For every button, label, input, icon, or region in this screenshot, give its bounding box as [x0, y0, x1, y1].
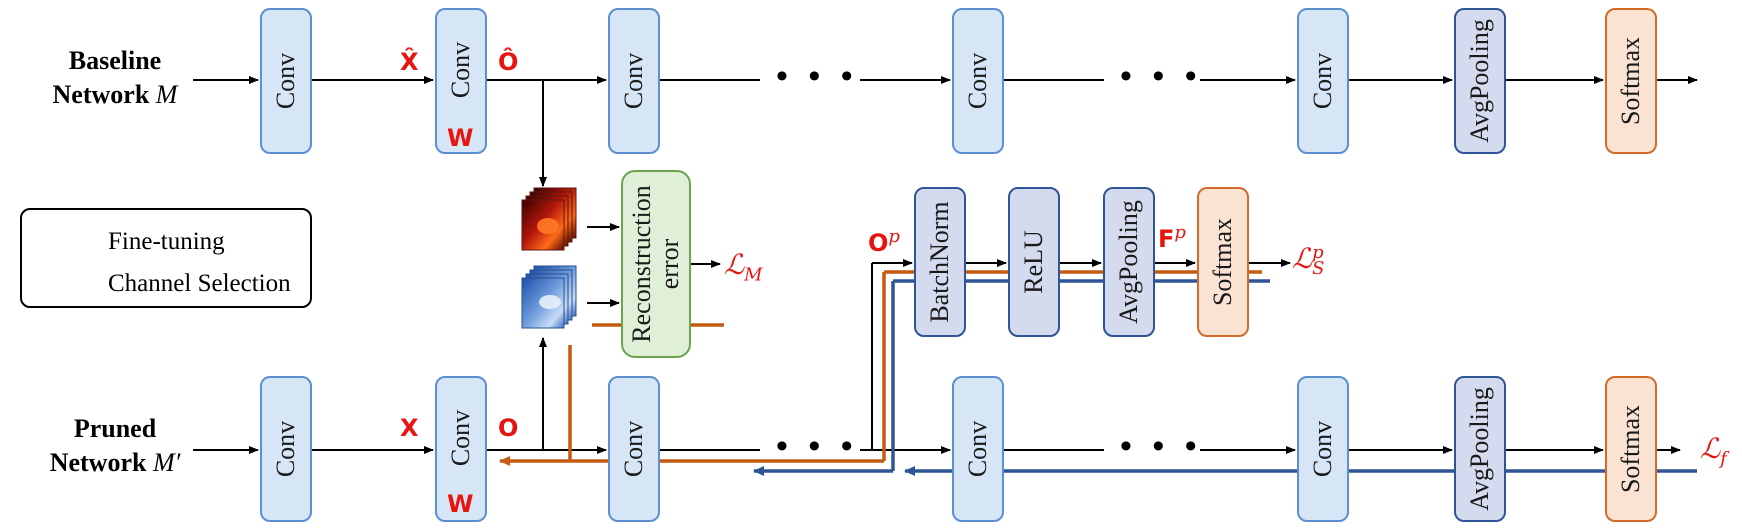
pruned-conv-block-4: Conv: [952, 376, 1004, 522]
loss-m-label: ℒM: [724, 248, 763, 286]
pruned-ellipsis-1: • • •: [776, 428, 859, 465]
pruned-conv-block-5: Conv: [1297, 376, 1349, 522]
side-avgpooling-block: AvgPooling: [1103, 187, 1155, 337]
baseline-conv-block-1: Conv: [260, 8, 312, 154]
baseline-ellipsis-1: • • •: [776, 58, 859, 95]
pruned-w-symbol: W: [447, 490, 474, 518]
op-symbol: Op: [868, 226, 900, 257]
baseline-conv-block-2: Conv: [435, 8, 487, 154]
pruned-flow-arrows: [193, 259, 1681, 454]
pruned-ellipsis-2: • • •: [1120, 428, 1203, 465]
pruned-label-line2: Network M′: [49, 448, 181, 477]
o-symbol: O: [498, 414, 519, 442]
baseline-conv-block-4: Conv: [952, 8, 1004, 154]
x-hat-symbol: X̂: [400, 48, 419, 76]
pruned-conv-block-3: Conv: [608, 376, 660, 522]
baseline-label-line1: Baseline: [68, 46, 162, 75]
baseline-conv-block-5: Conv: [1297, 8, 1349, 154]
baseline-softmax-block: Softmax: [1605, 8, 1657, 154]
legend-channel-selection-label: Channel Selection: [108, 270, 291, 297]
baseline-flow-arrows: [193, 76, 1698, 187]
baseline-network-label: Baseline Network M: [40, 44, 190, 112]
reconstruction-arrows: [587, 223, 721, 307]
side-batchnorm-block: BatchNorm: [914, 187, 966, 337]
x-symbol: X: [400, 414, 419, 442]
side-softmax-block: Softmax: [1197, 187, 1249, 337]
baseline-feature-maps: [521, 187, 577, 251]
pruned-label-line1: Pruned: [73, 414, 157, 443]
pruned-network-label: Pruned Network M′: [40, 412, 190, 480]
pruned-conv-block-2: Conv: [435, 376, 487, 522]
loss-f-label: ℒf: [1700, 432, 1727, 470]
o-hat-symbol: Ô: [498, 48, 519, 76]
pruned-feature-maps: [521, 265, 577, 329]
pruned-conv-block-1: Conv: [260, 376, 312, 522]
baseline-label-line2: Network M: [52, 80, 178, 109]
side-relu-block: ReLU: [1008, 187, 1060, 337]
baseline-ellipsis-2: • • •: [1120, 58, 1203, 95]
baseline-avgpooling-block: AvgPooling: [1454, 8, 1506, 154]
pruned-avgpooling-block: AvgPooling: [1454, 376, 1506, 522]
fp-symbol: Fp: [1158, 222, 1186, 253]
legend-box: Fine-tuning Channel Selection: [20, 208, 312, 308]
baseline-w-symbol: W: [447, 124, 474, 152]
legend-fine-tuning-label: Fine-tuning: [108, 228, 225, 255]
baseline-conv-block-3: Conv: [608, 8, 660, 154]
pruned-softmax-block: Softmax: [1605, 376, 1657, 522]
